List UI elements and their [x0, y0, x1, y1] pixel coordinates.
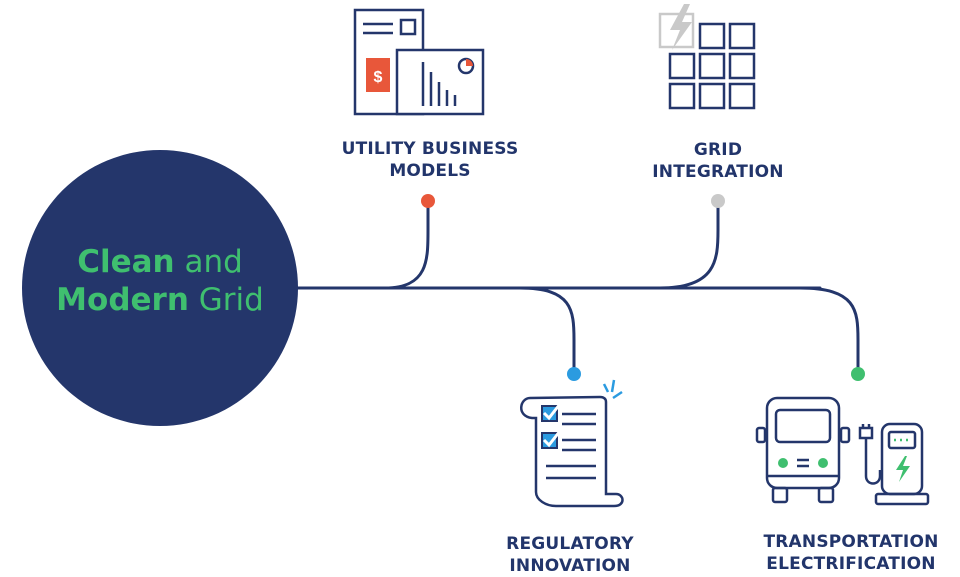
regulatory-label-line1: REGULATORY: [506, 534, 634, 554]
dollar-symbol: $: [374, 69, 383, 86]
center-title-rest-2: Grid: [198, 282, 264, 318]
grid-label: GRID INTEGRATION: [618, 139, 818, 183]
grid-label-line2: INTEGRATION: [652, 162, 784, 182]
branch-regulatory: [518, 286, 576, 374]
utility-label-line2: MODELS: [389, 161, 471, 181]
center-title-bold-1: Clean: [77, 244, 175, 280]
utility-label: UTILITY BUSINESS MODELS: [310, 138, 550, 182]
branch-grid: [658, 201, 720, 290]
regulatory-dot: [567, 367, 581, 381]
center-title-rest-1: and: [184, 244, 243, 280]
regulatory-label-line2: INNOVATION: [509, 556, 631, 576]
transport-label-line2: ELECTRIFICATION: [766, 554, 936, 574]
solar-panel-grid-icon: [658, 4, 756, 110]
business-report-icon: [353, 8, 485, 116]
transport-label: TRANSPORTATION ELECTRIFICATION: [748, 531, 954, 575]
checklist-document-icon: [520, 379, 624, 508]
center-circle: [22, 150, 298, 426]
grid-dot: [711, 194, 725, 208]
center-title-line1: Clean and: [20, 243, 300, 281]
grid-label-line1: GRID: [693, 140, 743, 160]
utility-label-line1: UTILITY BUSINESS: [341, 139, 519, 159]
regulatory-label: REGULATORY INNOVATION: [480, 533, 660, 577]
center-title-line2: Modern Grid: [20, 281, 300, 319]
connector-lines: [294, 201, 860, 374]
utility-dot: [421, 194, 435, 208]
center-title-bold-2: Modern: [56, 282, 189, 318]
branch-utility: [383, 201, 430, 290]
branch-transport: [798, 286, 860, 374]
center-title: Clean and Modern Grid: [20, 243, 300, 319]
electric-bus-charger-icon: [755, 396, 930, 506]
transport-dot: [851, 367, 865, 381]
transport-label-line1: TRANSPORTATION: [763, 532, 939, 552]
